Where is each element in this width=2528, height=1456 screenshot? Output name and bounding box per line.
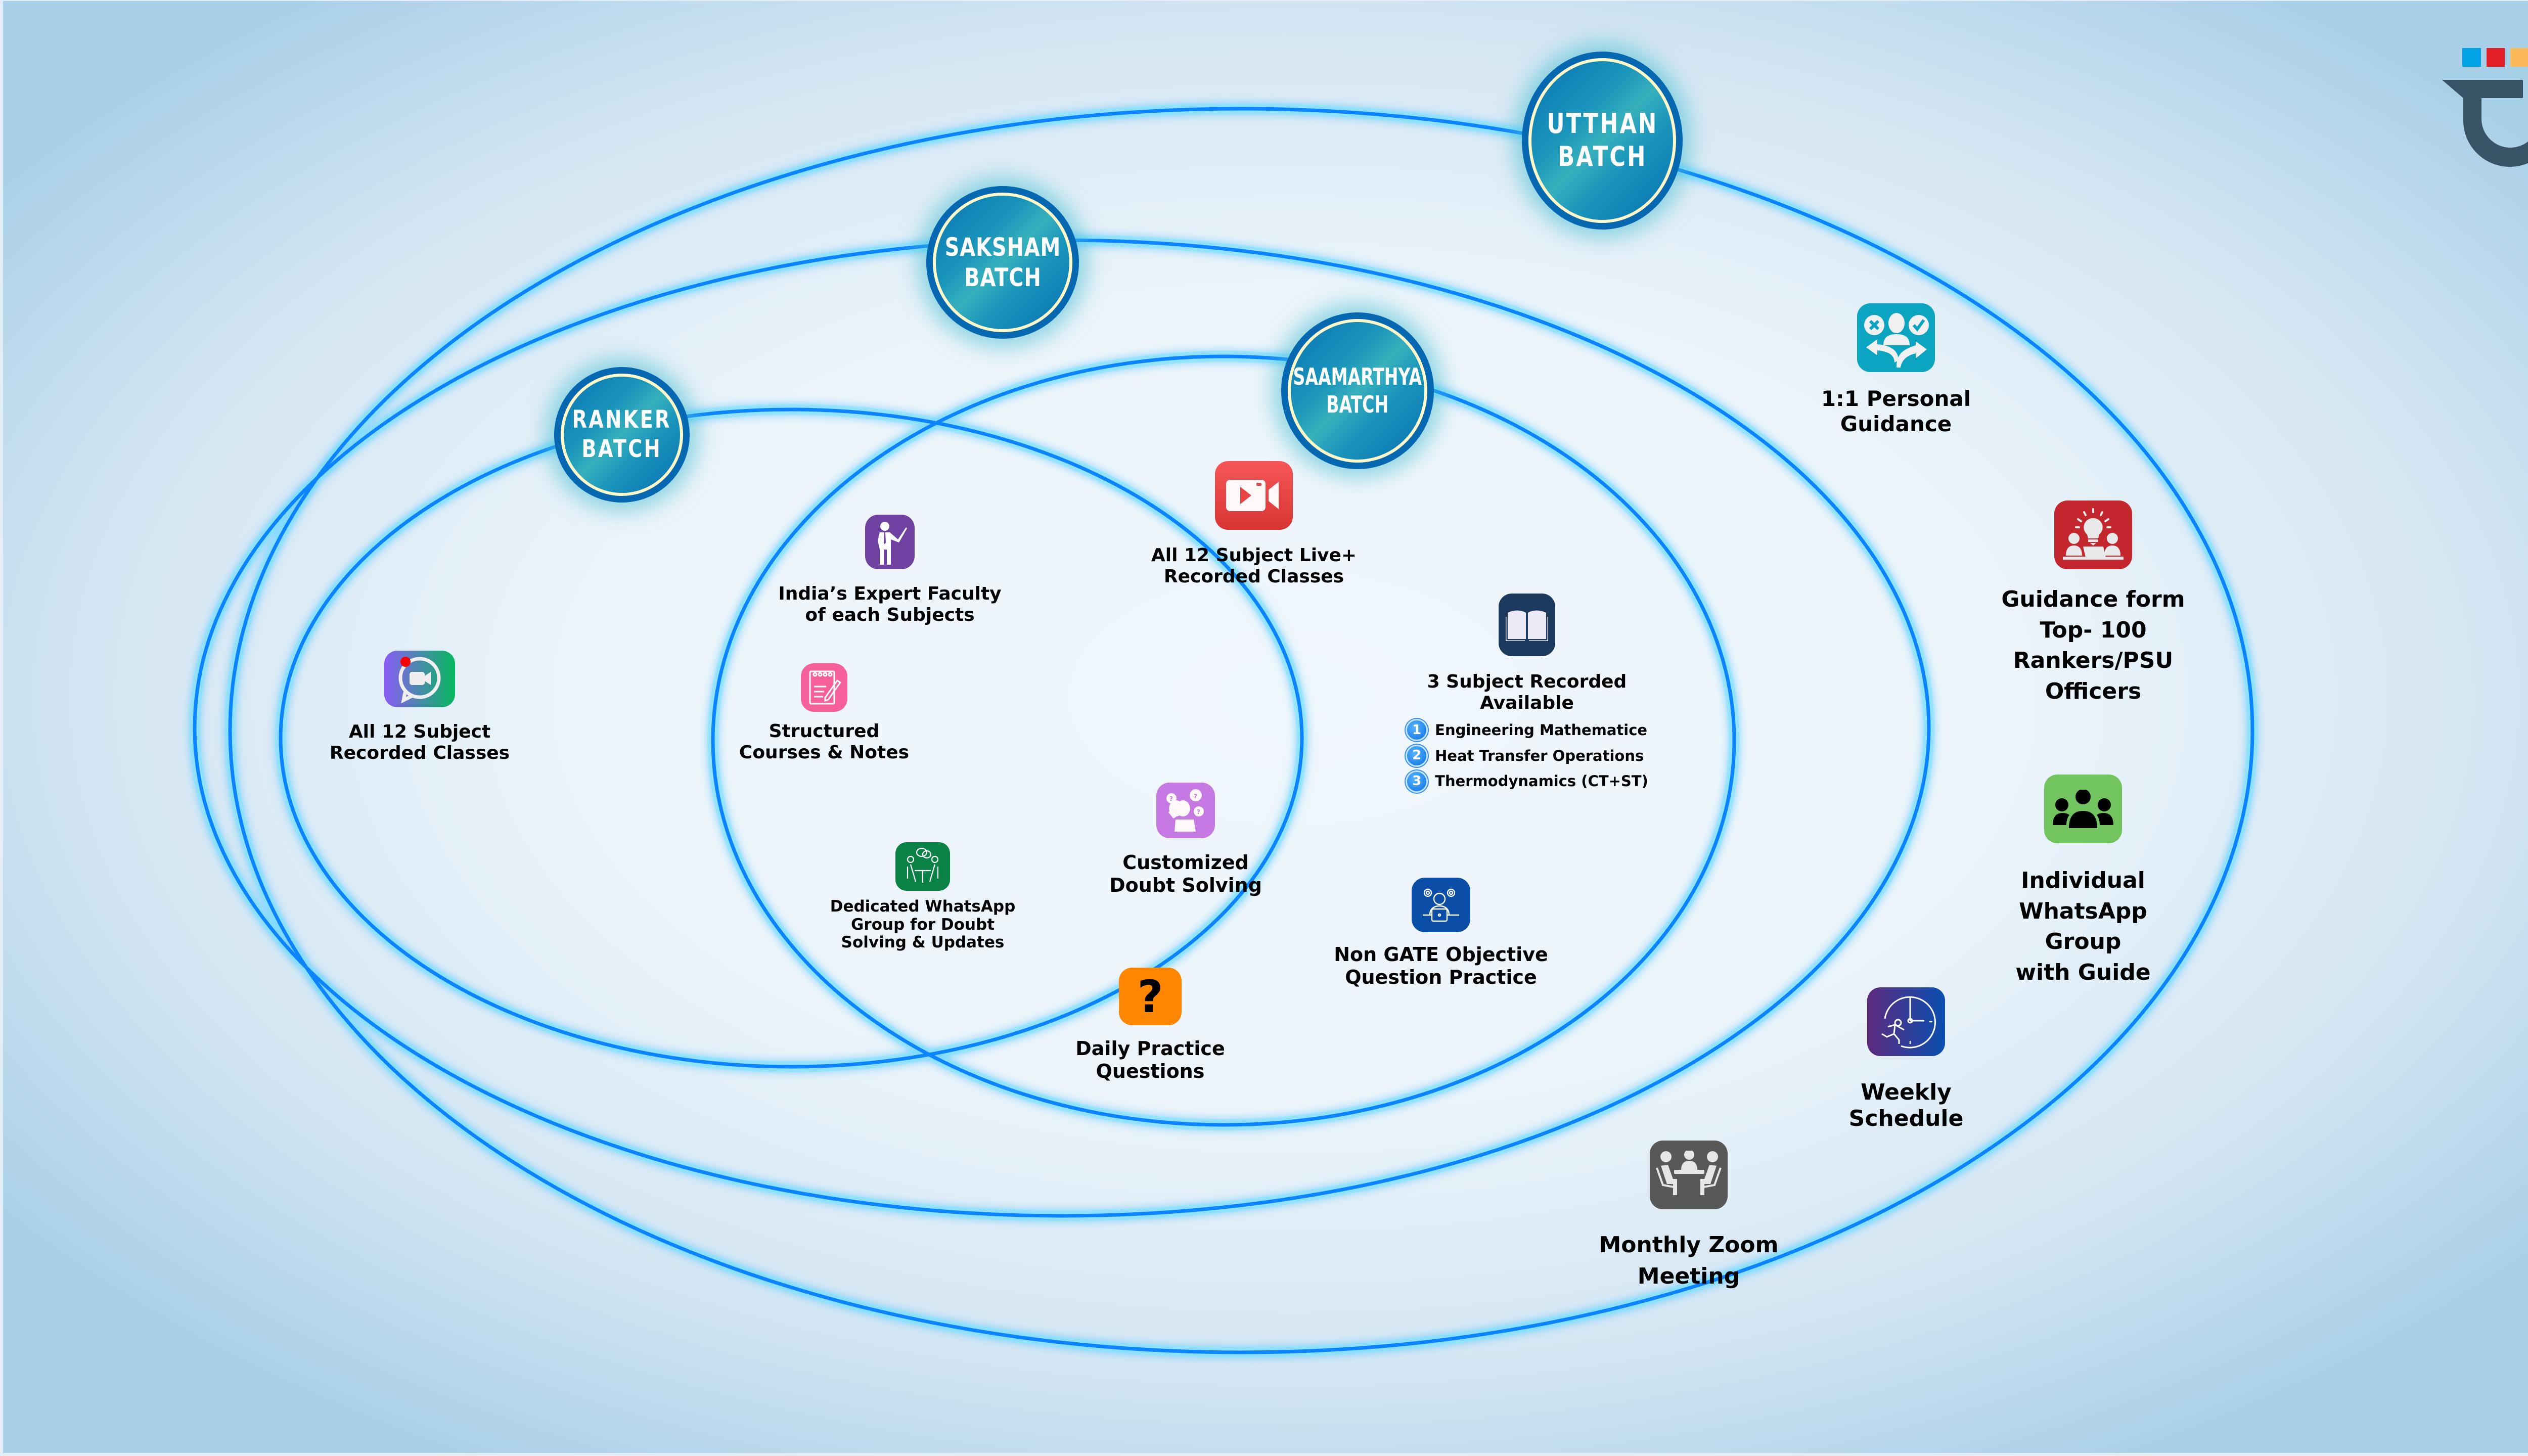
feature-label: Individual WhatsApp Group with Guide [2015,868,2151,986]
subject-name: Heat Transfer Operations [1435,747,1644,764]
ring-utthan [228,107,2254,1354]
feature-label: Monthly Zoom Meeting [1599,1232,1779,1289]
feature-label: India’s Expert Faculty of each Subjects [778,583,1002,626]
subject-name: Thermodynamics (CT+ST) [1435,772,1648,790]
feature-individual-whatsapp: Individual WhatsApp Group with Guide [1982,775,2184,988]
feature-label: All 12 Subject Recorded Classes [329,721,510,764]
feature-label: 3 Subject Recorded Available [1427,671,1627,714]
feature-label: Dedicated WhatsApp Group for Doubt Solvi… [830,897,1016,952]
feature-label: Weekly Schedule [1848,1079,1964,1131]
feature-weekly-schedule: Weekly Schedule [1800,987,2012,1132]
feature-topper-guidance: Guidance form Top- 100 Rankers/PSU Offic… [1997,500,2189,707]
badge-ranker-batch[interactable]: RANKER BATCH [554,367,690,503]
feature-customized-doubt: ??? Customized Doubt Solving [1102,783,1269,897]
number-badge-icon: 2 [1406,745,1428,767]
logo-square-yellow [2510,48,2528,67]
career-choice-icon [1857,303,1935,372]
video-camera-icon [1215,461,1293,530]
badge-label: RANKER BATCH [572,405,672,463]
number-badge-icon: 1 [1406,719,1428,742]
badge-saamarthya-batch[interactable]: SAAMARTHYA BATCH [1281,312,1434,469]
feature-structured-courses: Structured Courses & Notes [723,663,925,764]
subject-name: Engineering Mathematice [1435,721,1648,739]
logo-square-blue [2462,48,2481,67]
feature-personal-guidance: 1:1 Personal Guidance [1815,303,1977,436]
feature-label: Daily Practice Questions [1075,1037,1225,1082]
ring-ranker [279,407,1304,1069]
feature-label: Non GATE Objective Question Practice [1334,943,1548,988]
svg-text:?: ? [1197,808,1200,815]
notepad-pencil-icon [801,663,847,712]
feature-label: Structured Courses & Notes [739,721,910,763]
logo-hook [2442,80,2528,167]
feature-recorded-classes: All 12 Subject Recorded Classes [324,651,516,764]
feature-non-gate-objective: Non GATE Objective Question Practice [1325,878,1557,989]
clock-runner-icon [1867,987,1945,1056]
idea-meeting-icon [2054,500,2132,569]
feature-three-subject-recorded: 3 Subject Recorded Available 1 Engineeri… [1385,594,1668,794]
svg-text:?: ? [1169,795,1173,802]
feature-whatsapp-doubt-group: Dedicated WhatsApp Group for Doubt Solvi… [819,842,1026,952]
feature-monthly-zoom: Monthly Zoom Meeting [1588,1141,1790,1292]
confused-person-icon: ??? [1156,783,1215,838]
subject-item: 1 Engineering Mathematice [1406,717,1648,743]
discussion-table-icon [895,842,950,891]
meeting-table-icon [1650,1141,1728,1209]
number-badge-icon: 3 [1406,770,1428,793]
question-mark-icon: ? [1119,968,1182,1025]
badge-label: SAKSHAM BATCH [944,233,1061,292]
svg-text:?: ? [1194,793,1197,800]
badge-saksham-batch[interactable]: SAKSHAM BATCH [926,186,1079,339]
subject-item: 3 Thermodynamics (CT+ST) [1406,768,1648,794]
feature-label: All 12 Subject Live+ Recorded Classes [1151,545,1357,587]
ring-saamarthya [711,354,1736,1127]
feature-live-recorded-classes: All 12 Subject Live+ Recorded Classes [1148,461,1360,588]
feature-expert-faculty: India’s Expert Faculty of each Subjects [763,515,1016,626]
teacher-icon [865,515,915,569]
subject-item: 2 Heat Transfer Operations [1406,743,1648,769]
badge-utthan-batch[interactable]: UTTHAN BATCH [1522,52,1683,230]
video-chat-icon [384,651,455,707]
open-book-icon [1499,594,1555,656]
group-people-icon [2044,775,2122,843]
feature-label: 1:1 Personal Guidance [1821,386,1971,436]
badge-label: UTTHAN BATCH [1547,108,1658,172]
feature-daily-practice: ? Daily Practice Questions [1067,968,1234,1083]
feature-label: Customized Doubt Solving [1109,851,1262,896]
person-laptop-gears-icon [1412,878,1470,932]
feature-label: Guidance form Top- 100 Rankers/PSU Offic… [2001,586,2185,705]
diagram-background [3,1,2528,1453]
brand-logo [2442,46,2528,167]
logo-square-red [2487,48,2505,67]
badge-label: SAAMARTHYA BATCH [1293,362,1422,418]
subject-list: 1 Engineering Mathematice 2 Heat Transfe… [1406,717,1648,794]
